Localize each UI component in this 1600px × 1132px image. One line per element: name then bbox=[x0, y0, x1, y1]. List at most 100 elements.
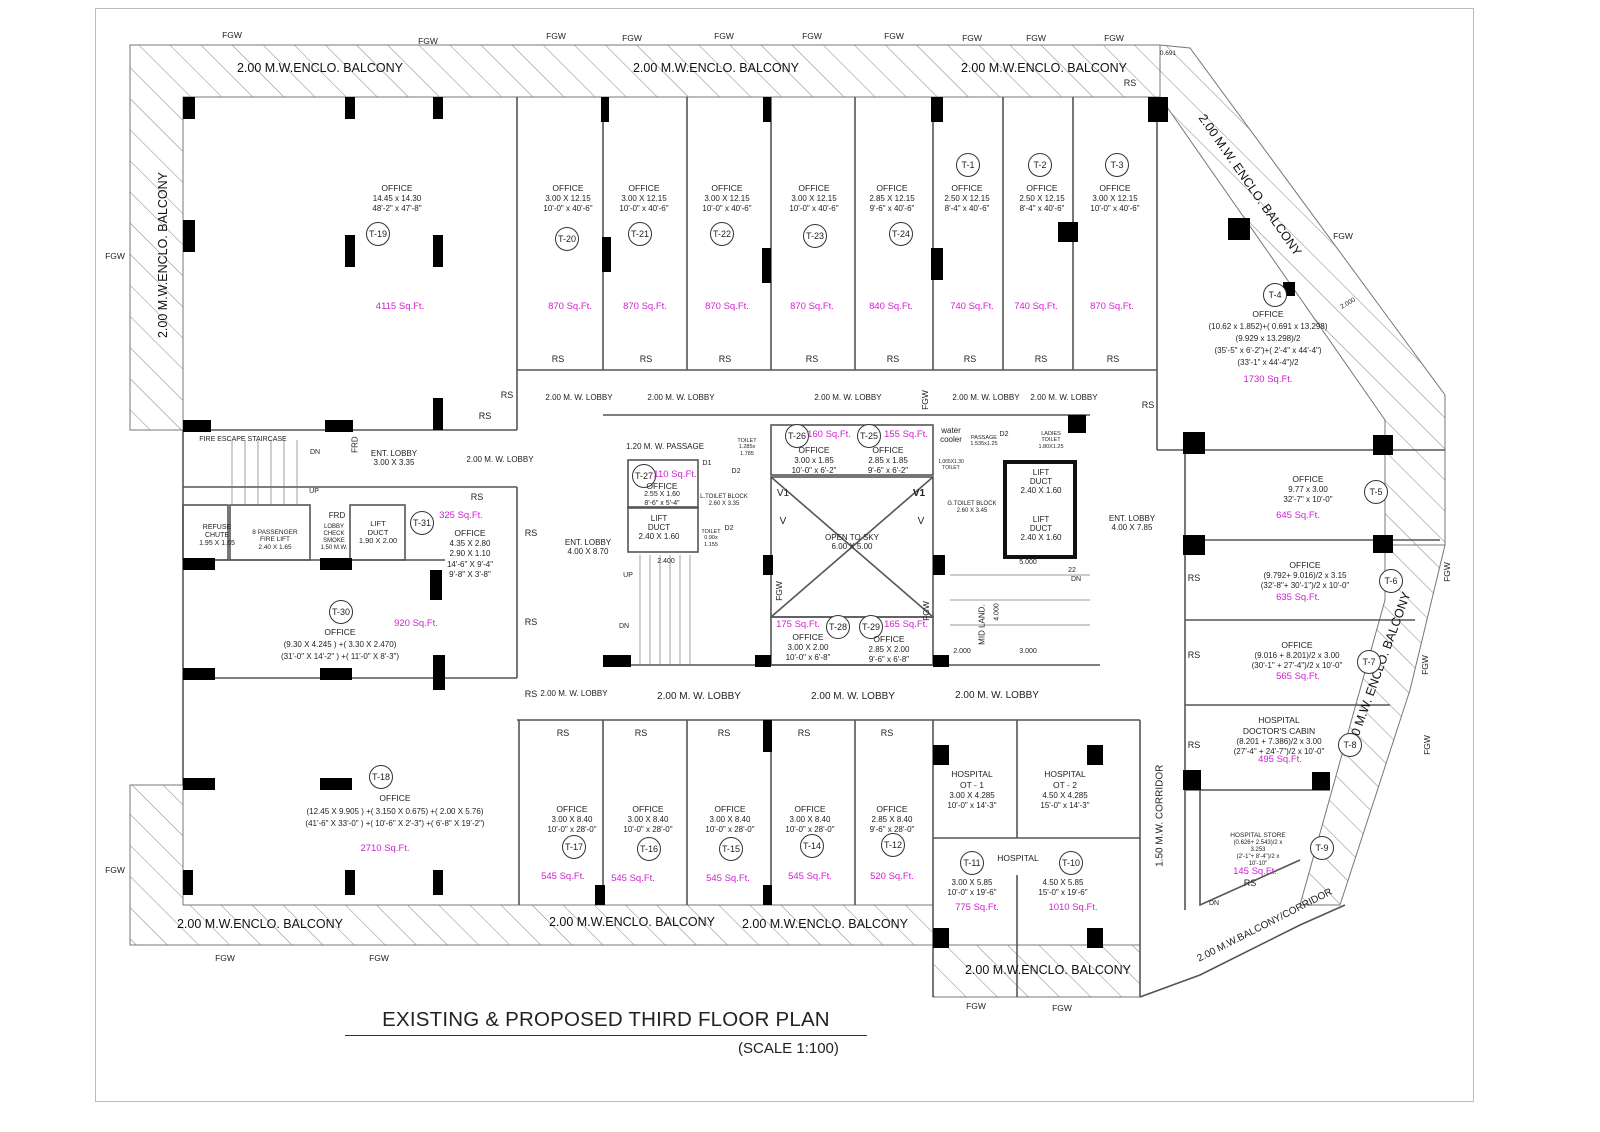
fgw-label: FGW bbox=[1026, 33, 1046, 43]
unit-area: 110 Sq.Ft. bbox=[653, 469, 697, 480]
unit-tag: T-12 bbox=[881, 833, 905, 857]
unit-t7[interactable]: OFFICE(9.016 + 8.201)/2 x 3.00(30'-1" + … bbox=[1197, 640, 1397, 672]
unit-type: OFFICE bbox=[381, 183, 413, 193]
unit-dims: 2.50 X 12.15 bbox=[944, 194, 990, 204]
unit-dims: 9'-6" x 40'-6" bbox=[869, 204, 915, 214]
unit-dims: 9.77 x 3.00 bbox=[1288, 485, 1328, 495]
unit-dims: 14'-6" X 9'-4" bbox=[446, 559, 494, 569]
unit-dims: 9'-8" X 3'-8" bbox=[449, 570, 491, 580]
unit-tag: T-22 bbox=[710, 222, 734, 246]
unit-dims: 2.85 X 2.00 bbox=[868, 645, 910, 655]
passage-label: 1.20 M. W. PASSAGE bbox=[625, 442, 705, 451]
unit-area: 175 Sq.Ft. bbox=[776, 619, 820, 630]
unit-dims: 3.00 X 4.285 bbox=[949, 791, 995, 801]
unit-tag: T-21 bbox=[628, 222, 652, 246]
unit-area: 545 Sq.Ft. bbox=[541, 871, 585, 882]
fgw-label: FGW bbox=[1052, 1003, 1072, 1013]
rs-label: RS bbox=[718, 354, 732, 364]
unit-type: OFFICE bbox=[798, 183, 830, 193]
unit-area: 520 Sq.Ft. bbox=[870, 871, 914, 882]
stair-up-label: UP bbox=[623, 572, 633, 579]
vent-v: V bbox=[779, 516, 787, 527]
unit-dims: 9'-6" x 28'-0" bbox=[869, 825, 915, 835]
unit-dims: 3.00 X 12.15 bbox=[545, 194, 591, 204]
balcony-label: 2.00 M.W.ENCLO. BALCONY bbox=[176, 917, 344, 931]
unit-dims: 10'-0" x 19'-6" bbox=[947, 888, 997, 898]
unit-area: 645 Sq.Ft. bbox=[1276, 510, 1320, 521]
unit-t6[interactable]: OFFICE(9.792+ 9.016)/2 x 3.15(32'-8"+ 30… bbox=[1205, 560, 1405, 592]
unit-dims: 3.00 X 5.85 bbox=[951, 878, 993, 887]
unit-tag: T-18 bbox=[369, 765, 393, 789]
unit-subtype: OT - 2 bbox=[1053, 780, 1077, 791]
unit-type: OFFICE bbox=[454, 528, 486, 538]
unit-area: 545 Sq.Ft. bbox=[611, 873, 655, 884]
unit-t4[interactable]: OFFICE(10.62 x 1.852)+( 0.691 x 13.298)(… bbox=[1168, 308, 1368, 369]
vent-v1: V1 bbox=[776, 488, 790, 499]
unit-type: OFFICE bbox=[794, 804, 826, 814]
unit-t18[interactable]: OFFICE(12.45 X 9.905 ) +( 3.150 X 0.675)… bbox=[225, 792, 565, 831]
rs-label: RS bbox=[1123, 78, 1137, 88]
unit-dims: 9'-6" x 6'-8" bbox=[868, 655, 910, 665]
unit-subtype: DOCTOR'S CABIN bbox=[1242, 726, 1316, 737]
fgw-label: FGW bbox=[418, 36, 438, 46]
vent-v1: V1 bbox=[912, 488, 926, 499]
drawing-title: EXISTING & PROPOSED THIRD FLOOR PLAN bbox=[345, 1008, 867, 1036]
lobby-label: 2.00 M. W. LOBBY bbox=[540, 689, 608, 698]
unit-tag: T-16 bbox=[637, 837, 661, 861]
unit-tag: T-4 bbox=[1263, 283, 1287, 307]
lobby-label: 2.00 M. W. LOBBY bbox=[814, 393, 882, 402]
unit-area: 155 Sq.Ft. bbox=[884, 429, 928, 440]
unit-type: OFFICE bbox=[628, 183, 660, 193]
unit-type: OFFICE bbox=[379, 793, 411, 803]
unit-t30[interactable]: OFFICE(9.30 X 4.245 ) +( 3.30 X 2.470)(3… bbox=[240, 626, 440, 663]
unit-tag: T-6 bbox=[1379, 569, 1403, 593]
rs-label: RS bbox=[556, 728, 570, 738]
unit-type: OFFICE bbox=[872, 445, 904, 455]
unit-area: 870 Sq.Ft. bbox=[1090, 301, 1134, 312]
fgw-label: FGW bbox=[774, 581, 784, 601]
unit-dims: 10'-0" x 28'-0" bbox=[785, 825, 835, 835]
fgw-label: FGW bbox=[1420, 655, 1430, 675]
stair-number: 22 bbox=[1068, 567, 1076, 574]
unit-dims: 3.00 X 2.00 bbox=[787, 643, 829, 653]
rs-label: RS bbox=[634, 728, 648, 738]
unit-tag: T-26 bbox=[785, 424, 809, 448]
dimension: 0.691 bbox=[1159, 50, 1177, 57]
fgw-label: FGW bbox=[369, 953, 389, 963]
